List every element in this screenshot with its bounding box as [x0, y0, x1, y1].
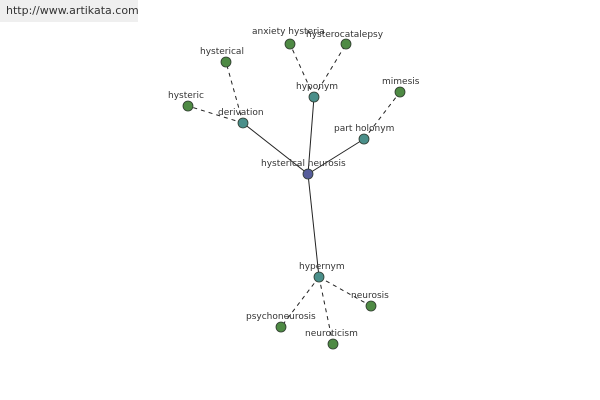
node-label-neuroticism[interactable]: neuroticism: [305, 329, 358, 339]
url-banner: http://www.artikata.com: [0, 0, 139, 22]
node-neuroticism[interactable]: [327, 338, 339, 350]
labels-layer: hysterical neurosis derivation hyponym part…: [168, 27, 420, 339]
node-label-psychoneurosis[interactable]: psychoneurosis: [246, 312, 316, 322]
watermark-url[interactable]: http://www.artikata.com: [6, 4, 139, 17]
node-label-hyponym[interactable]: hyponym: [296, 82, 338, 92]
node-neurosis[interactable]: [365, 300, 377, 312]
node-label-derivation[interactable]: derivation: [218, 108, 264, 118]
node-hysterical[interactable]: [220, 56, 232, 68]
edge-hypernym-neurosis: [318, 276, 372, 307]
node-derivation[interactable]: [237, 117, 249, 129]
edge-hypernym-neuroticism: [318, 276, 334, 345]
edge-center-part_holonym: [307, 138, 365, 175]
edge-center-hyponym: [307, 96, 315, 175]
node-label-hypernym[interactable]: hypernym: [299, 262, 345, 272]
edge-hyponym-hysterocatalepsy: [313, 43, 347, 98]
node-label-center[interactable]: hysterical neurosis: [261, 159, 346, 169]
node-part-holonym[interactable]: [358, 133, 370, 145]
node-hysteric[interactable]: [182, 100, 194, 112]
node-label-mimesis[interactable]: mimesis: [382, 77, 420, 87]
node-psychoneurosis[interactable]: [275, 321, 287, 333]
edge-hypernym-psychoneurosis: [280, 276, 320, 328]
edges-layer: [187, 43, 401, 345]
node-label-hysterocatalepsy[interactable]: hysterocatalepsy: [306, 30, 384, 40]
node-label-hysteric[interactable]: hysteric: [168, 91, 204, 101]
edge-hyponym-anxiety_hysteria: [289, 43, 315, 98]
node-hyponym[interactable]: [308, 91, 320, 103]
node-center[interactable]: [302, 168, 314, 180]
node-anxiety-hysteria[interactable]: [284, 38, 296, 50]
edge-center-derivation: [242, 122, 309, 175]
node-hypernym[interactable]: [313, 271, 325, 283]
node-label-neurosis[interactable]: neurosis: [351, 291, 389, 301]
edge-part_holonym-mimesis: [363, 91, 401, 140]
edge-derivation-hysterical: [225, 61, 244, 124]
edge-center-hypernym: [307, 173, 320, 278]
nodes-layer: [182, 38, 406, 350]
node-label-part-holonym[interactable]: part holonym: [334, 124, 394, 134]
node-hysterocatalepsy[interactable]: [340, 38, 352, 50]
edge-derivation-hysteric: [187, 105, 244, 124]
node-label-hysterical[interactable]: hysterical: [200, 47, 244, 57]
node-label-anxiety-hysteria[interactable]: anxiety hysteria: [252, 27, 325, 37]
node-mimesis[interactable]: [394, 86, 406, 98]
